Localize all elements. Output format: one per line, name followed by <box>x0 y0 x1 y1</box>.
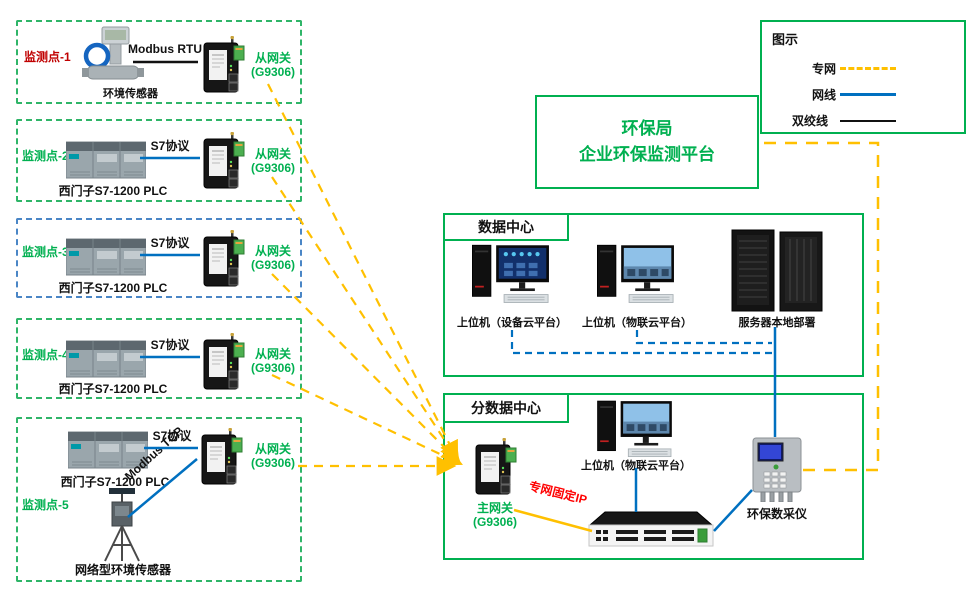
branch-pc-iot-cloud-image <box>597 396 675 460</box>
gateway-model: (G9306) <box>472 514 518 529</box>
gateway-name: 从网关 <box>254 244 291 258</box>
gateway-model: (G9306) <box>250 64 296 79</box>
server-local-deploy-label: 服务器本地部署 <box>738 317 816 329</box>
point-5-name: 监测点-5 <box>22 498 69 512</box>
legend-title: 图示 <box>772 32 799 47</box>
environment-sensor-image <box>78 26 153 86</box>
legend-line-solid-black <box>840 120 896 122</box>
point-5-device2-label: 网络型环境传感器 <box>74 563 171 577</box>
server-rack-image <box>730 228 825 313</box>
slave-gateway-2-label: 从网关 (G9306) <box>244 147 302 176</box>
point-2-name: 监测点-2 <box>22 149 69 163</box>
branch-data-center-title: 分数据中心 <box>443 393 569 423</box>
point-2-device-label: 西门子S7-1200 PLC <box>58 184 168 198</box>
point-3-device-label: 西门子S7-1200 PLC <box>58 281 168 295</box>
point-3-protocol-label: S7协议 <box>150 236 190 250</box>
point-4-device-label: 西门子S7-1200 PLC <box>58 382 168 396</box>
master-gateway-image <box>470 438 520 498</box>
plc-2-image <box>66 134 146 184</box>
plc-3-image <box>66 231 146 281</box>
gateway-name: 主网关 <box>476 501 513 515</box>
gateway-model: (G9306) <box>250 160 296 175</box>
slave-gateway-3-label: 从网关 (G9306) <box>244 244 302 273</box>
data-center-title: 数据中心 <box>443 213 569 241</box>
point-1-name: 监测点-1 <box>24 50 71 64</box>
platform-title-line2: 企业环保监测平台 <box>579 145 715 164</box>
point-5-protocol-label: S7协议 <box>152 429 192 443</box>
legend-line-dashed-orange <box>840 67 896 70</box>
point-1-device-label: 环境传感器 <box>103 88 158 100</box>
monitoring-point-5-box <box>16 417 302 582</box>
branch-pc-iot-cloud-label: 上位机（物联云平台） <box>581 460 691 472</box>
branch-data-center-box <box>443 393 864 560</box>
legend-item-lan-cable: 网线 <box>811 88 836 102</box>
daq-device-label: 环保数采仪 <box>746 507 807 521</box>
legend-item-twisted-pair: 双绞线 <box>791 114 828 128</box>
gateway-name: 从网关 <box>254 347 291 361</box>
host-pc-iot-cloud-label: 上位机（物联云平台） <box>582 317 692 329</box>
point-4-protocol-label: S7协议 <box>150 338 190 352</box>
gateway-name: 从网关 <box>254 147 291 161</box>
gateway-name: 从网关 <box>254 51 291 65</box>
legend-item-private-network: 专网 <box>811 62 836 76</box>
slave-gateway-4-image <box>198 333 248 393</box>
legend-line-solid-blue <box>840 93 896 96</box>
point-3-name: 监测点-3 <box>22 245 69 259</box>
point-2-protocol-label: S7协议 <box>150 139 190 153</box>
gateway-model: (G9306) <box>250 257 296 272</box>
slave-gateway-5-image <box>196 428 246 488</box>
gateway-model: (G9306) <box>250 455 296 470</box>
point-1-protocol-label: Modbus RTU <box>128 42 202 56</box>
plc-4-image <box>66 333 146 383</box>
point-4-name: 监测点-4 <box>22 348 69 362</box>
network-sensor-image <box>92 488 152 563</box>
host-pc-device-cloud-image <box>472 240 552 306</box>
network-switch-image <box>586 510 716 550</box>
slave-gateway-1-image <box>198 36 248 96</box>
slave-gateway-5-label: 从网关 (G9306) <box>244 442 302 471</box>
master-gateway-label: 主网关 (G9306) <box>462 501 528 530</box>
gateway-model: (G9306) <box>250 360 296 375</box>
monitoring-point-1-box <box>16 20 302 104</box>
slave-gateway-3-image <box>198 230 248 290</box>
slave-gateway-2-image <box>198 132 248 192</box>
legend-box: 图示 专网 网线 双绞线 <box>760 20 966 134</box>
gateway-name: 从网关 <box>254 442 291 456</box>
slave-gateway-1-label: 从网关 (G9306) <box>244 51 302 80</box>
daq-device-image <box>751 436 803 502</box>
slave-gateway-4-label: 从网关 (G9306) <box>244 347 302 376</box>
host-pc-iot-cloud-image <box>597 240 677 306</box>
platform-title-box: 环保局 企业环保监测平台 <box>535 95 759 189</box>
platform-title-line1: 环保局 <box>621 118 673 138</box>
host-pc-device-cloud-label: 上位机（设备云平台） <box>457 317 567 329</box>
